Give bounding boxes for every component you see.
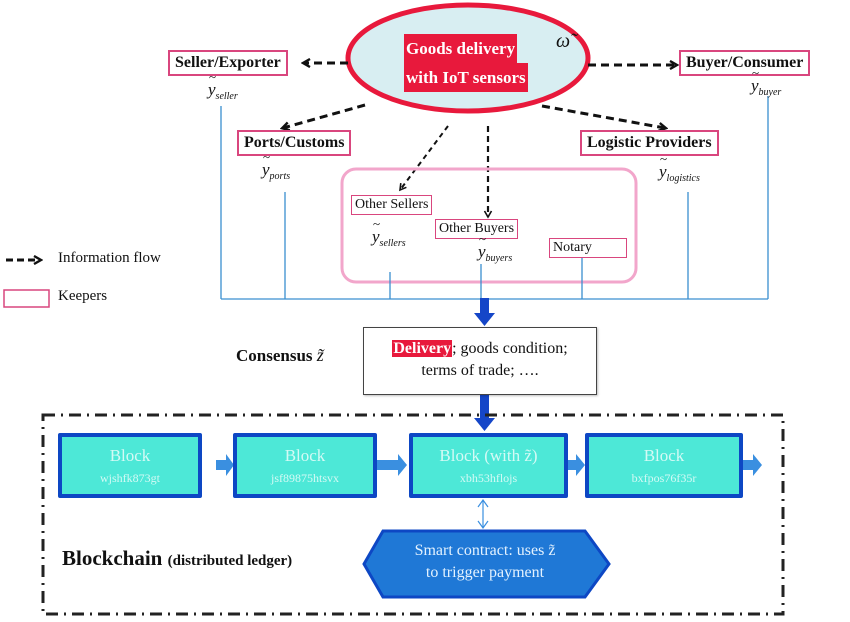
block-2: Block jsf89875htsvx [233,433,377,498]
keeper-other-sellers: Other Sellers [351,195,433,215]
legend-info-flow-label: Information flow [58,250,161,266]
keeper-other-buyers: Other Buyers [435,219,519,239]
block-hash: xbh53hflojs [459,471,518,485]
arrow-to-block [474,394,495,431]
var-y-seller: yseller [208,80,238,102]
keeper-bus [220,96,769,300]
delivery-highlight: Delivery [392,340,453,357]
block-3-consensus: Block (with z̃) xbh53hflojs [409,433,568,498]
block-1: Block wjshfk873gt [58,433,202,498]
legend-keepers-label: Keepers [58,288,108,304]
keeper-buyer: Buyer/Consumer [679,50,811,76]
var-y-ports: yports [262,160,290,182]
keeper-logistics: Logistic Providers [580,130,719,156]
blockchain-frame [41,413,785,616]
arrow-to-consensus [474,298,495,326]
consensus-line2: terms of trade; …. [421,362,539,379]
flow-arrow-to-ports [283,103,366,128]
var-y-logistics: ylogistics [659,162,700,184]
var-y-buyer: ybuyer [751,76,781,98]
goods-delivery-label: Goods delivery with IoT sensors [404,34,528,92]
goods-delivery-line2: with IoT sensors [404,63,528,92]
block-hash: jsf89875htsvx [270,471,339,485]
block-hash: wjshfk873gt [100,471,160,485]
var-y-sellers: ysellers [372,227,406,249]
block-contract-link [477,498,489,530]
goods-delivery-line1: Goods delivery [404,34,518,63]
smart-contract-label: Smart contract: uses z̃ to trigger payme… [414,542,556,581]
blockchain-label: Blockchain (distributed ledger) [62,546,293,570]
keeper-ports: Ports/Customs [237,130,352,156]
block-arrows [216,454,762,476]
blockchain-subtitle: (distributed ledger) [167,553,293,569]
legend-keeper-icon [3,289,50,308]
keeper-seller: Seller/Exporter [168,50,288,76]
other-keepers-group [340,167,638,284]
consensus-box: Delivery; goods condition; terms of trad… [363,327,597,395]
keeper-notary: Notary [549,238,627,258]
smart-contract-shape [362,529,611,599]
block-hash: bxfpos76f35r [631,471,697,485]
flow-arrow-to-other-sellers [399,125,449,192]
var-y-buyers: ybuyers [478,242,512,264]
block-4: Block bxfpos76f35r [585,433,743,498]
flow-arrow-to-logistics [541,104,665,128]
omega-symbol: ω̃ [556,30,571,52]
consensus-label: Consensus z̃ [236,345,324,365]
